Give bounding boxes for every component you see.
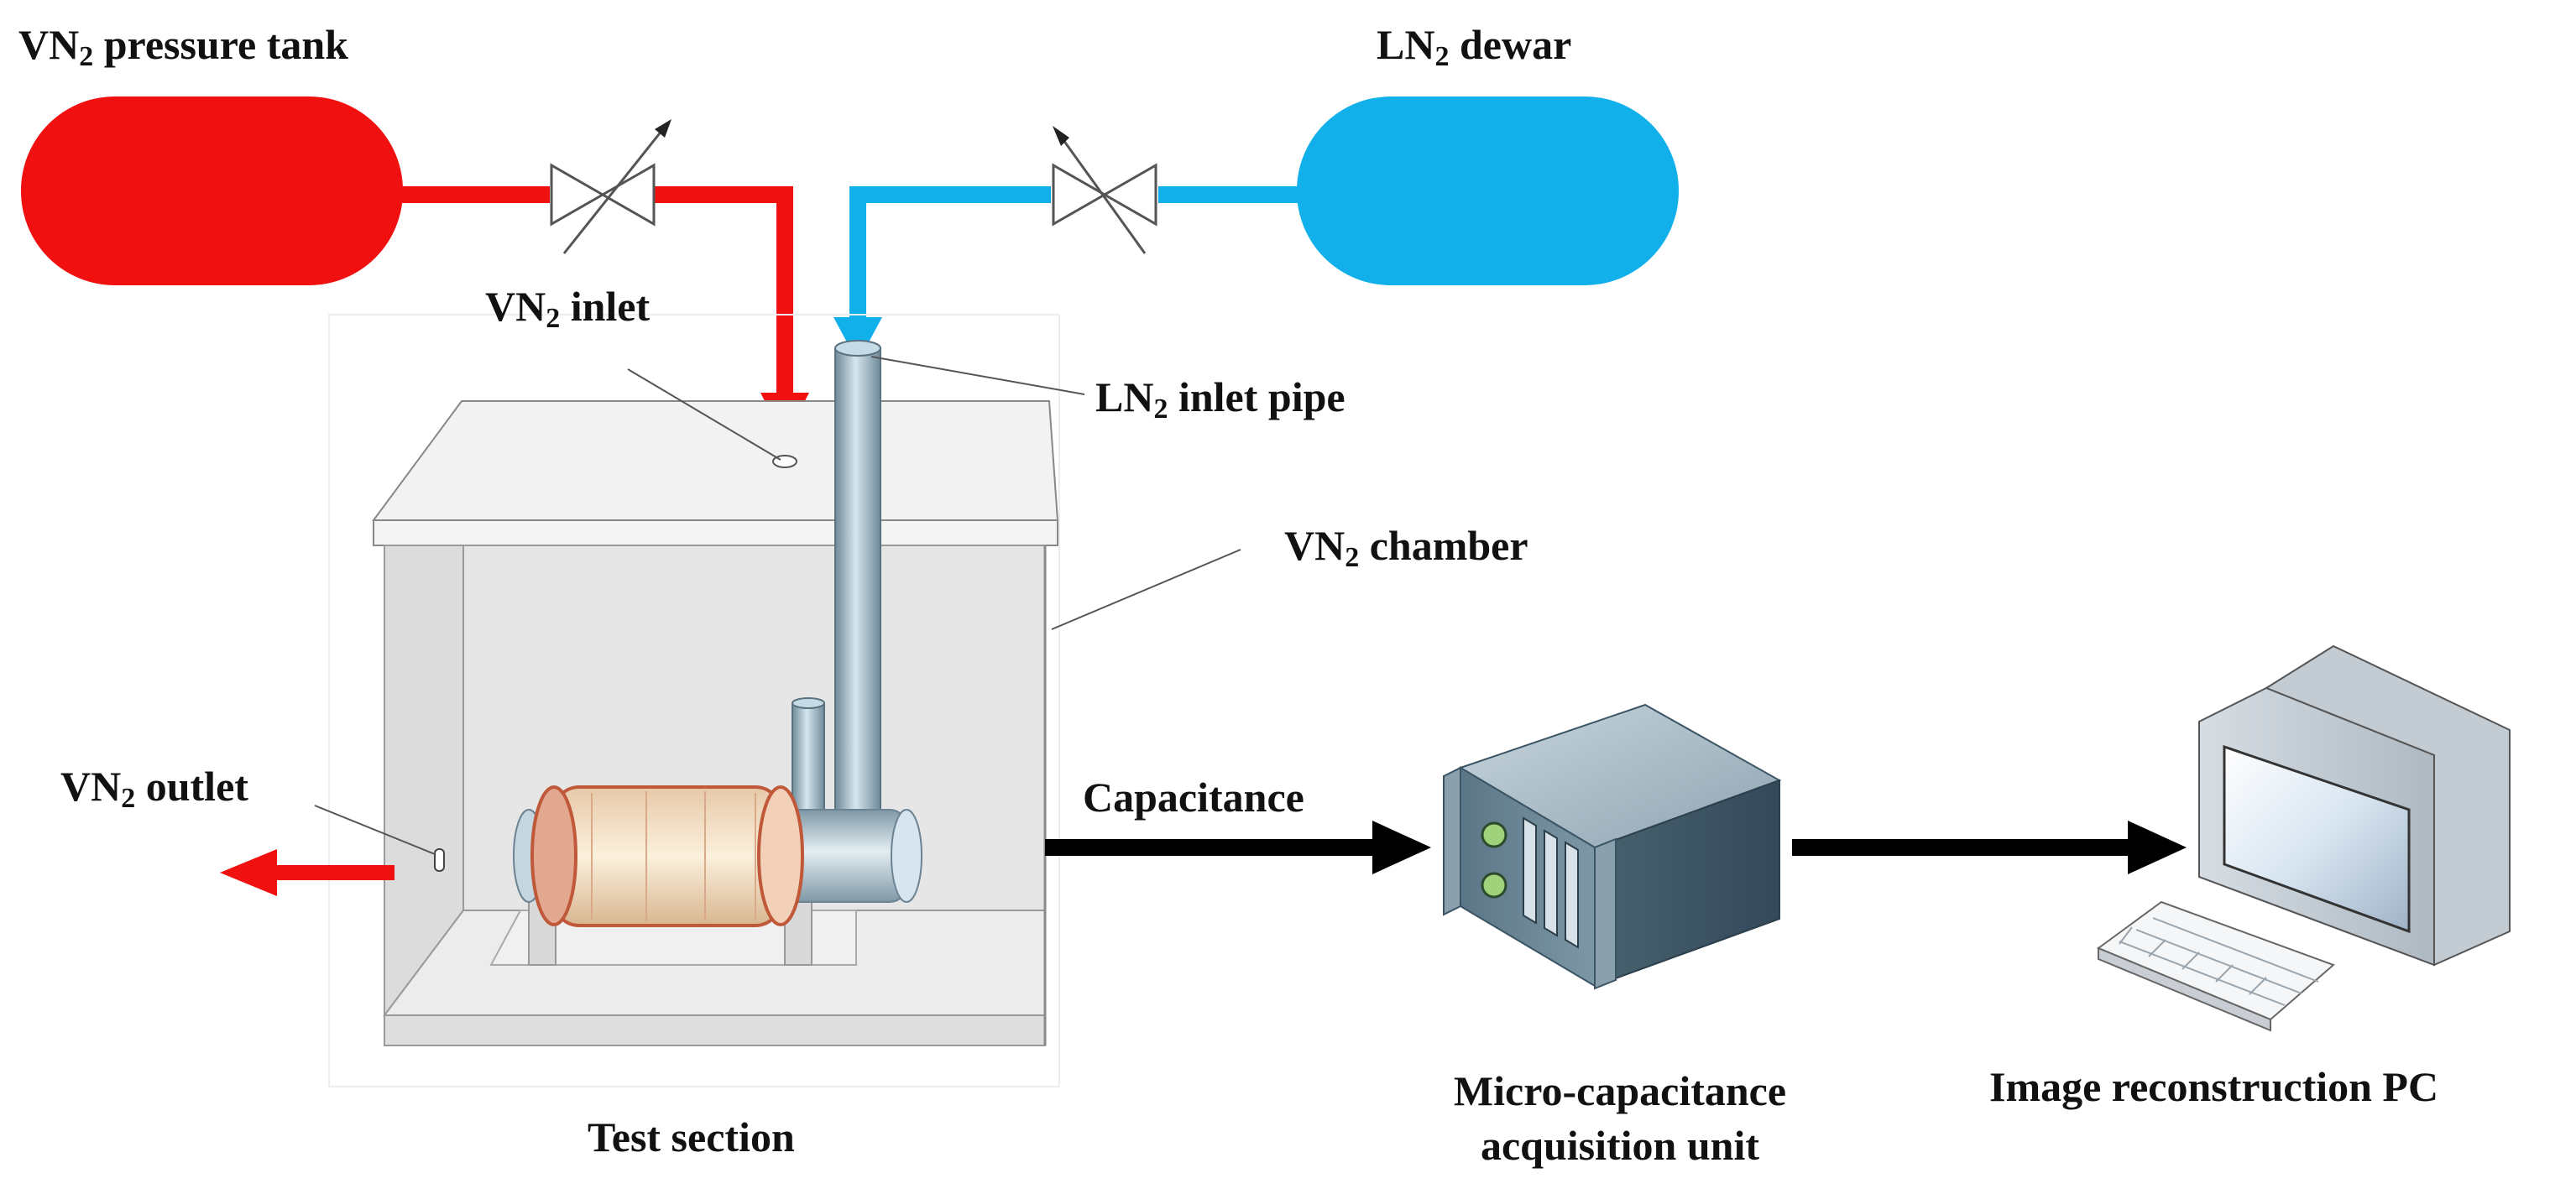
acquisition-unit xyxy=(1443,703,1782,990)
label-ln2-dewar: LN2 dewar xyxy=(1377,21,1572,72)
capacitance-arrowhead xyxy=(1372,821,1431,874)
label-vn2-inlet: VN2 inlet xyxy=(485,283,651,334)
capacitance-sensor xyxy=(552,785,782,927)
vn2-outlet-hole xyxy=(434,848,445,872)
label-acquisition-line2: acquisition unit xyxy=(1480,1122,1760,1169)
image-reconstruction-pc xyxy=(2096,644,2511,1032)
leader-vn2-chamber xyxy=(1051,549,1241,630)
vn2-outlet-arrowhead xyxy=(220,849,277,896)
label-vn2-pressure-tank: VN2 pressure tank xyxy=(18,21,348,72)
label-vn2-chamber: VN2 chamber xyxy=(1284,522,1528,573)
leader-vn2-inlet xyxy=(627,368,781,461)
vn2-pressure-tank xyxy=(21,96,403,285)
pc-screen xyxy=(2223,744,2411,934)
leader-ln2-inlet-pipe xyxy=(870,356,1085,395)
ln2-valve xyxy=(1052,126,1157,254)
label-ln2-inlet-pipe: LN2 inlet pipe xyxy=(1095,373,1345,425)
vn2-chamber xyxy=(328,314,1060,1087)
label-acquisition-line1: Micro-capacitance xyxy=(1453,1067,1787,1114)
label-acquisition-unit: Micro-capacitance acquisition unit xyxy=(1385,1064,1855,1173)
label-vn2-outlet: VN2 outlet xyxy=(60,763,248,814)
leader-vn2-outlet xyxy=(314,805,436,855)
ln2-dewar xyxy=(1297,96,1679,285)
test-pipe-assembly xyxy=(489,785,922,966)
ln2-inlet-pipe xyxy=(834,340,881,836)
label-image-reconstruction-pc: Image reconstruction PC xyxy=(1989,1063,2439,1110)
vent-tube xyxy=(792,697,825,823)
data-arrowhead xyxy=(2128,821,2187,874)
label-test-section: Test section xyxy=(588,1113,795,1160)
ln2-pipe-segment xyxy=(849,186,1051,321)
vn2-valve xyxy=(550,119,671,254)
vn2-pipe-segment xyxy=(655,186,793,394)
label-capacitance: Capacitance xyxy=(1083,774,1304,821)
